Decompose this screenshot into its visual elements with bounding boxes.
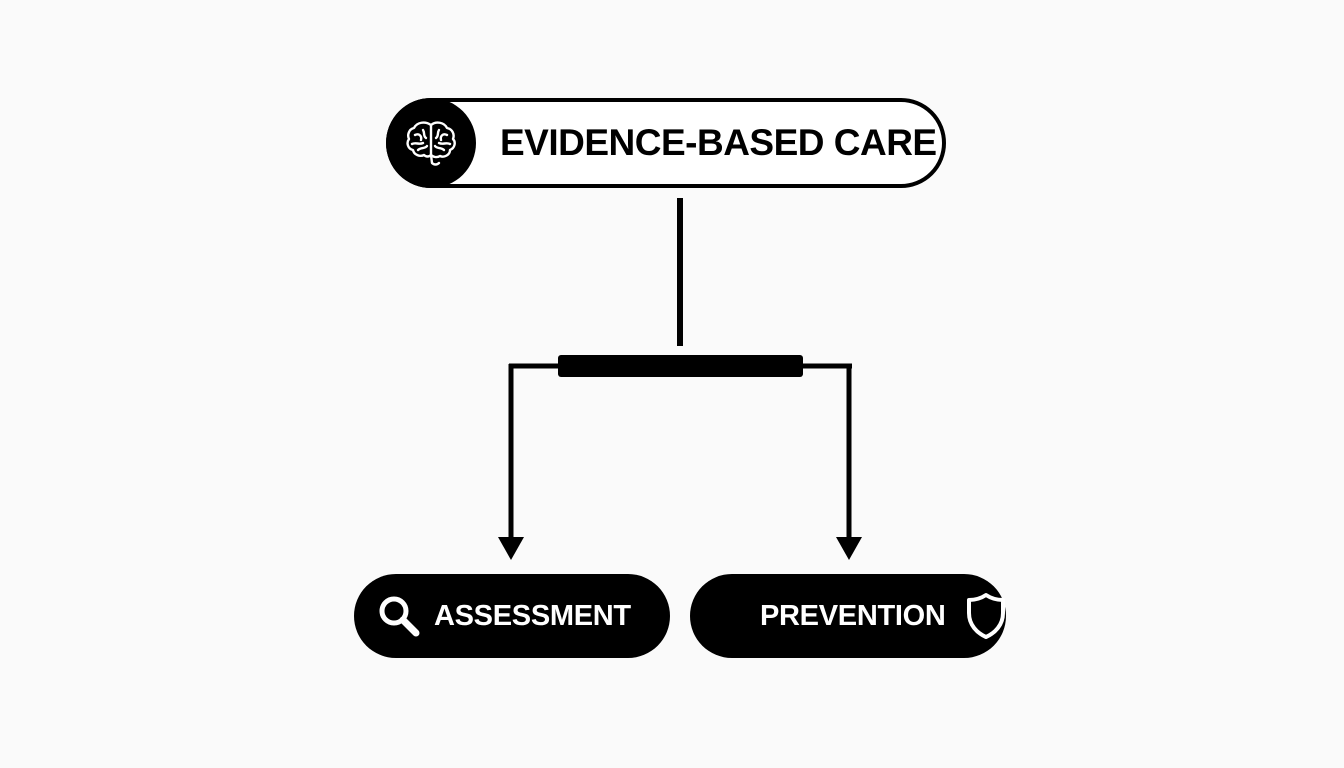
magnifier-icon	[374, 591, 424, 641]
root-node: EVIDENCE-BASED CARE	[386, 98, 946, 188]
root-label: EVIDENCE-BASED CARE	[500, 122, 937, 163]
brain-icon-graphic	[406, 121, 456, 166]
right-arrowhead	[836, 537, 862, 560]
assessment-label: ASSESSMENT	[434, 599, 631, 632]
assessment-node: ASSESSMENT	[354, 574, 670, 658]
shield-icon	[964, 591, 1008, 641]
prevention-label: PREVENTION	[760, 599, 946, 632]
brain-icon	[386, 98, 476, 188]
prevention-node: PREVENTION	[690, 574, 1006, 658]
shield-icon-graphic	[966, 593, 1005, 639]
left-arrowhead	[498, 537, 524, 560]
magnifier-icon-graphic	[379, 596, 420, 637]
